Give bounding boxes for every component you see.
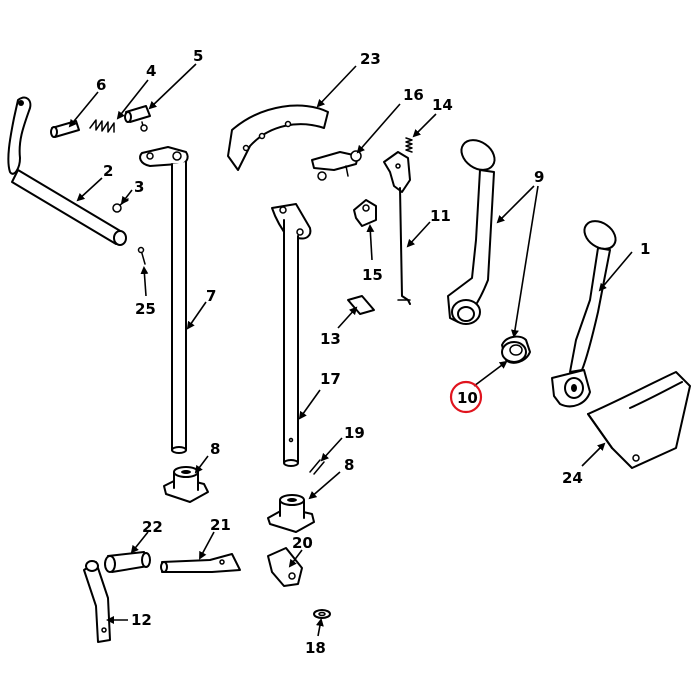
callout-20: 20 bbox=[292, 534, 313, 552]
callout-23: 23 bbox=[360, 50, 381, 68]
callout-17: 17 bbox=[320, 370, 341, 388]
callout-18: 18 bbox=[305, 639, 326, 657]
leader-13 bbox=[337, 306, 358, 329]
callout-10-highlight-ring bbox=[449, 380, 483, 414]
leader-11 bbox=[406, 221, 431, 248]
leader-6 bbox=[68, 91, 99, 128]
callout-1: 1 bbox=[640, 240, 650, 258]
leader-20 bbox=[288, 549, 303, 568]
callout-9: 9 bbox=[534, 168, 544, 186]
leader-3 bbox=[120, 189, 133, 205]
part-22-clevis bbox=[104, 551, 151, 573]
part-12-lever-pin bbox=[83, 560, 111, 643]
leader-24 bbox=[581, 442, 606, 467]
part-20-bracket bbox=[267, 547, 303, 587]
leader-16 bbox=[356, 103, 401, 154]
leader-5 bbox=[148, 63, 197, 110]
part-2-shift-shaft bbox=[7, 96, 127, 246]
part-11-link-rod bbox=[383, 151, 411, 305]
part-19-roll-pin bbox=[309, 459, 325, 475]
callout-21: 21 bbox=[210, 516, 231, 534]
callout-3: 3 bbox=[134, 178, 144, 196]
part-6-pin bbox=[50, 120, 80, 138]
leader-25 bbox=[140, 266, 149, 297]
callout-7: 7 bbox=[206, 287, 216, 305]
callout-24: 24 bbox=[562, 469, 583, 487]
leader-23 bbox=[316, 65, 357, 108]
leader-8-lower bbox=[308, 471, 341, 500]
callout-2: 2 bbox=[103, 162, 113, 180]
part-8-bushing-upper bbox=[163, 466, 209, 503]
callout-8-lower: 8 bbox=[344, 456, 354, 474]
leader-lines bbox=[68, 63, 633, 637]
callout-13: 13 bbox=[320, 330, 341, 348]
part-16-bracket bbox=[311, 150, 362, 181]
part-25-pin bbox=[137, 246, 146, 265]
part-17-long-rod bbox=[271, 203, 312, 467]
leader-4 bbox=[116, 79, 149, 120]
callout-8-upper: 8 bbox=[210, 440, 220, 458]
leader-1 bbox=[598, 251, 633, 292]
part-8-bushing-lower bbox=[267, 494, 315, 533]
part-4-spring bbox=[89, 119, 115, 133]
leader-9-bushing bbox=[510, 185, 539, 338]
leader-19 bbox=[320, 437, 343, 462]
part-5-plunger bbox=[124, 105, 151, 132]
callout-10: 10 bbox=[457, 389, 478, 407]
part-9-shift-lever bbox=[447, 139, 496, 325]
leader-9-lever bbox=[496, 185, 535, 224]
part-23-curved-plate bbox=[227, 104, 329, 171]
leader-15 bbox=[366, 224, 375, 261]
callout-12: 12 bbox=[131, 611, 152, 629]
callout-labels: 1 2 3 4 5 6 7 8 8 9 10 11 12 13 14 15 16… bbox=[96, 47, 650, 657]
part-10-bushing bbox=[501, 335, 531, 364]
part-14-spring bbox=[405, 137, 413, 153]
leader-7 bbox=[186, 301, 207, 330]
callout-15: 15 bbox=[362, 266, 383, 284]
callout-25: 25 bbox=[135, 300, 156, 318]
part-1-shift-lever bbox=[551, 220, 617, 408]
callout-16: 16 bbox=[403, 86, 424, 104]
part-24-cover-boot bbox=[587, 371, 691, 469]
part-7-long-rod bbox=[139, 146, 189, 454]
part-3-screw bbox=[112, 198, 129, 213]
callout-14: 14 bbox=[432, 96, 453, 114]
callout-4: 4 bbox=[146, 62, 156, 80]
part-18-washer bbox=[313, 609, 331, 619]
part-13-plate bbox=[347, 295, 375, 315]
leader-17 bbox=[298, 389, 321, 420]
leader-8-upper bbox=[194, 455, 209, 474]
callout-6: 6 bbox=[96, 76, 106, 94]
callout-11: 11 bbox=[430, 207, 451, 225]
callout-5: 5 bbox=[193, 47, 203, 65]
leader-21 bbox=[199, 531, 215, 560]
callout-22: 22 bbox=[142, 518, 163, 536]
leader-22 bbox=[130, 531, 149, 554]
part-15-bracket bbox=[353, 199, 377, 227]
leader-10 bbox=[473, 360, 508, 387]
part-21-rod-clevis bbox=[160, 553, 241, 573]
leader-2 bbox=[76, 177, 103, 202]
leader-18 bbox=[315, 618, 324, 637]
callout-19: 19 bbox=[344, 424, 365, 442]
leader-14 bbox=[412, 113, 437, 138]
